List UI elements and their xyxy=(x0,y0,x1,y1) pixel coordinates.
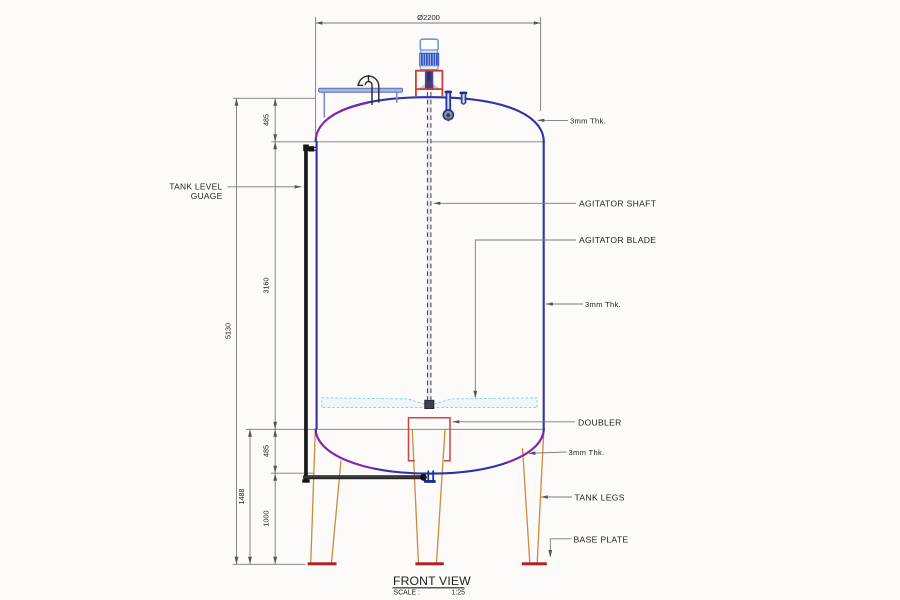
svg-text:AGITATOR BLADE: AGITATOR BLADE xyxy=(579,235,656,245)
svg-text:485: 485 xyxy=(262,114,271,126)
svg-text:3mm Thk.: 3mm Thk. xyxy=(569,448,605,457)
svg-text:1:25: 1:25 xyxy=(452,590,466,597)
svg-text:TANK LEGS: TANK LEGS xyxy=(575,492,625,502)
svg-text:3mm Thk.: 3mm Thk. xyxy=(570,116,606,125)
svg-text:TANK LEVEL: TANK LEVEL xyxy=(169,182,222,192)
svg-text:485: 485 xyxy=(262,445,271,457)
svg-text:5130: 5130 xyxy=(224,323,233,339)
svg-text:1488: 1488 xyxy=(237,489,246,505)
svg-text:3mm Thk.: 3mm Thk. xyxy=(585,300,621,309)
svg-text:AGITATOR SHAFT: AGITATOR SHAFT xyxy=(579,199,657,209)
svg-text:SCALE :: SCALE : xyxy=(394,590,421,597)
svg-text:GUAGE: GUAGE xyxy=(191,191,223,201)
svg-text:Ø2200: Ø2200 xyxy=(417,13,440,22)
svg-text:FRONT VIEW: FRONT VIEW xyxy=(393,574,471,588)
svg-text:1000: 1000 xyxy=(262,511,271,527)
svg-text:3160: 3160 xyxy=(262,278,271,294)
svg-text:BASE PLATE: BASE PLATE xyxy=(574,534,629,544)
svg-text:DOUBLER: DOUBLER xyxy=(578,418,622,428)
